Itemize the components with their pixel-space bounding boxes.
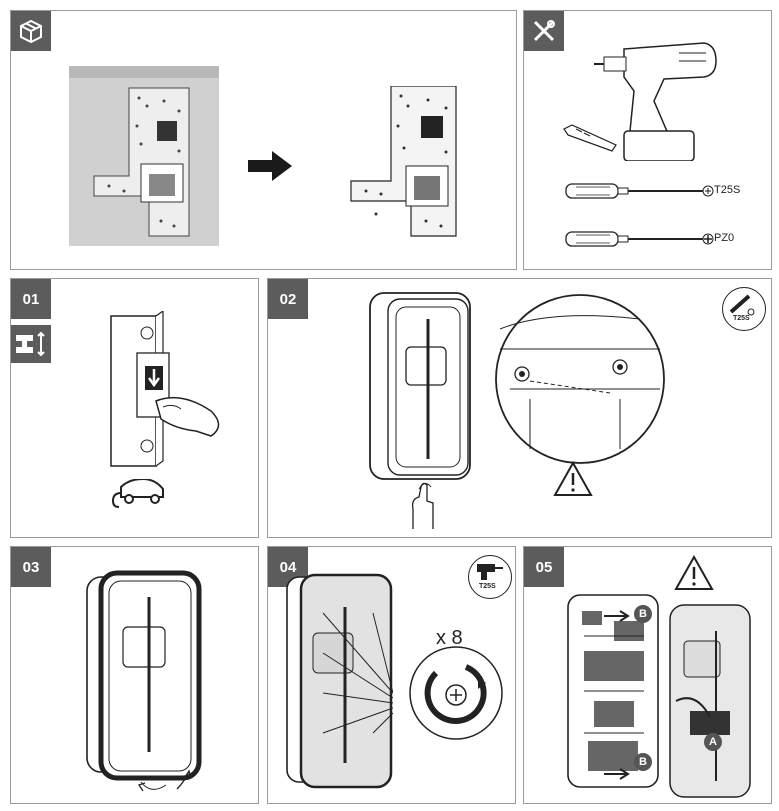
step-number: 01: [11, 279, 51, 319]
step-03-panel: 03: [10, 546, 259, 804]
charger-front: [369, 292, 471, 480]
pcb-unpacked: [350, 86, 457, 237]
screwdriver-torx-icon: [565, 183, 714, 199]
callout-b-top: B: [634, 605, 652, 623]
charger-cover-removal: [86, 570, 202, 792]
step-number: 05: [524, 547, 564, 587]
torx-size-label: T25S: [714, 184, 741, 196]
pcb-in-packaging: [69, 66, 219, 246]
drill-icon: [477, 564, 503, 580]
drill-icon: [594, 42, 717, 161]
step-04-panel: 04 x 8 T25S: [267, 546, 516, 804]
callout-b-bottom: B: [634, 753, 652, 771]
warning-icon: [674, 555, 714, 590]
callout-a: A: [704, 733, 722, 751]
front-cover-detached: [669, 604, 751, 798]
tools-badge: [524, 11, 564, 51]
drill-tool-badge: T25S: [468, 555, 512, 599]
package-panel: [10, 10, 517, 270]
warning-icon: [553, 461, 593, 496]
screwdriver-pz-icon: [565, 231, 714, 247]
screw-detail-magnifier: [495, 294, 665, 464]
package-icon: [20, 19, 42, 44]
charger-internals: [567, 594, 659, 788]
screwdriver-tool-badge: T25S: [722, 287, 766, 331]
step-number: 02: [268, 279, 308, 319]
arrow-right-icon: [248, 151, 292, 181]
step-02-panel: 02 T25S: [267, 278, 772, 538]
package-badge: [11, 11, 51, 51]
step-number: 03: [11, 547, 51, 587]
arrow-icon: [604, 768, 630, 780]
electric-car-icon: [111, 479, 164, 508]
pz-size-label: PZ0: [714, 232, 735, 244]
power-switch-icon: [16, 331, 45, 357]
screw-zoom-circle: [409, 646, 503, 740]
arrow-icon: [604, 610, 630, 622]
step-05-panel: 05 A B B: [523, 546, 772, 804]
hand-pull-icon: [411, 482, 434, 529]
tools-panel: T25S PZ0: [523, 10, 772, 270]
tool-size-label: T25S: [733, 315, 750, 322]
power-switch-badge: [11, 325, 51, 363]
circuit-breaker: [110, 311, 220, 467]
bit-holder-icon: [563, 124, 617, 152]
tool-size-label: T25S: [479, 583, 496, 590]
step-01-panel: 01: [10, 278, 259, 538]
screw-count-label: x 8: [436, 627, 463, 649]
charger-with-screws: [286, 573, 393, 789]
tools-icon: [533, 20, 555, 42]
screwdriver-icon: [729, 294, 755, 316]
